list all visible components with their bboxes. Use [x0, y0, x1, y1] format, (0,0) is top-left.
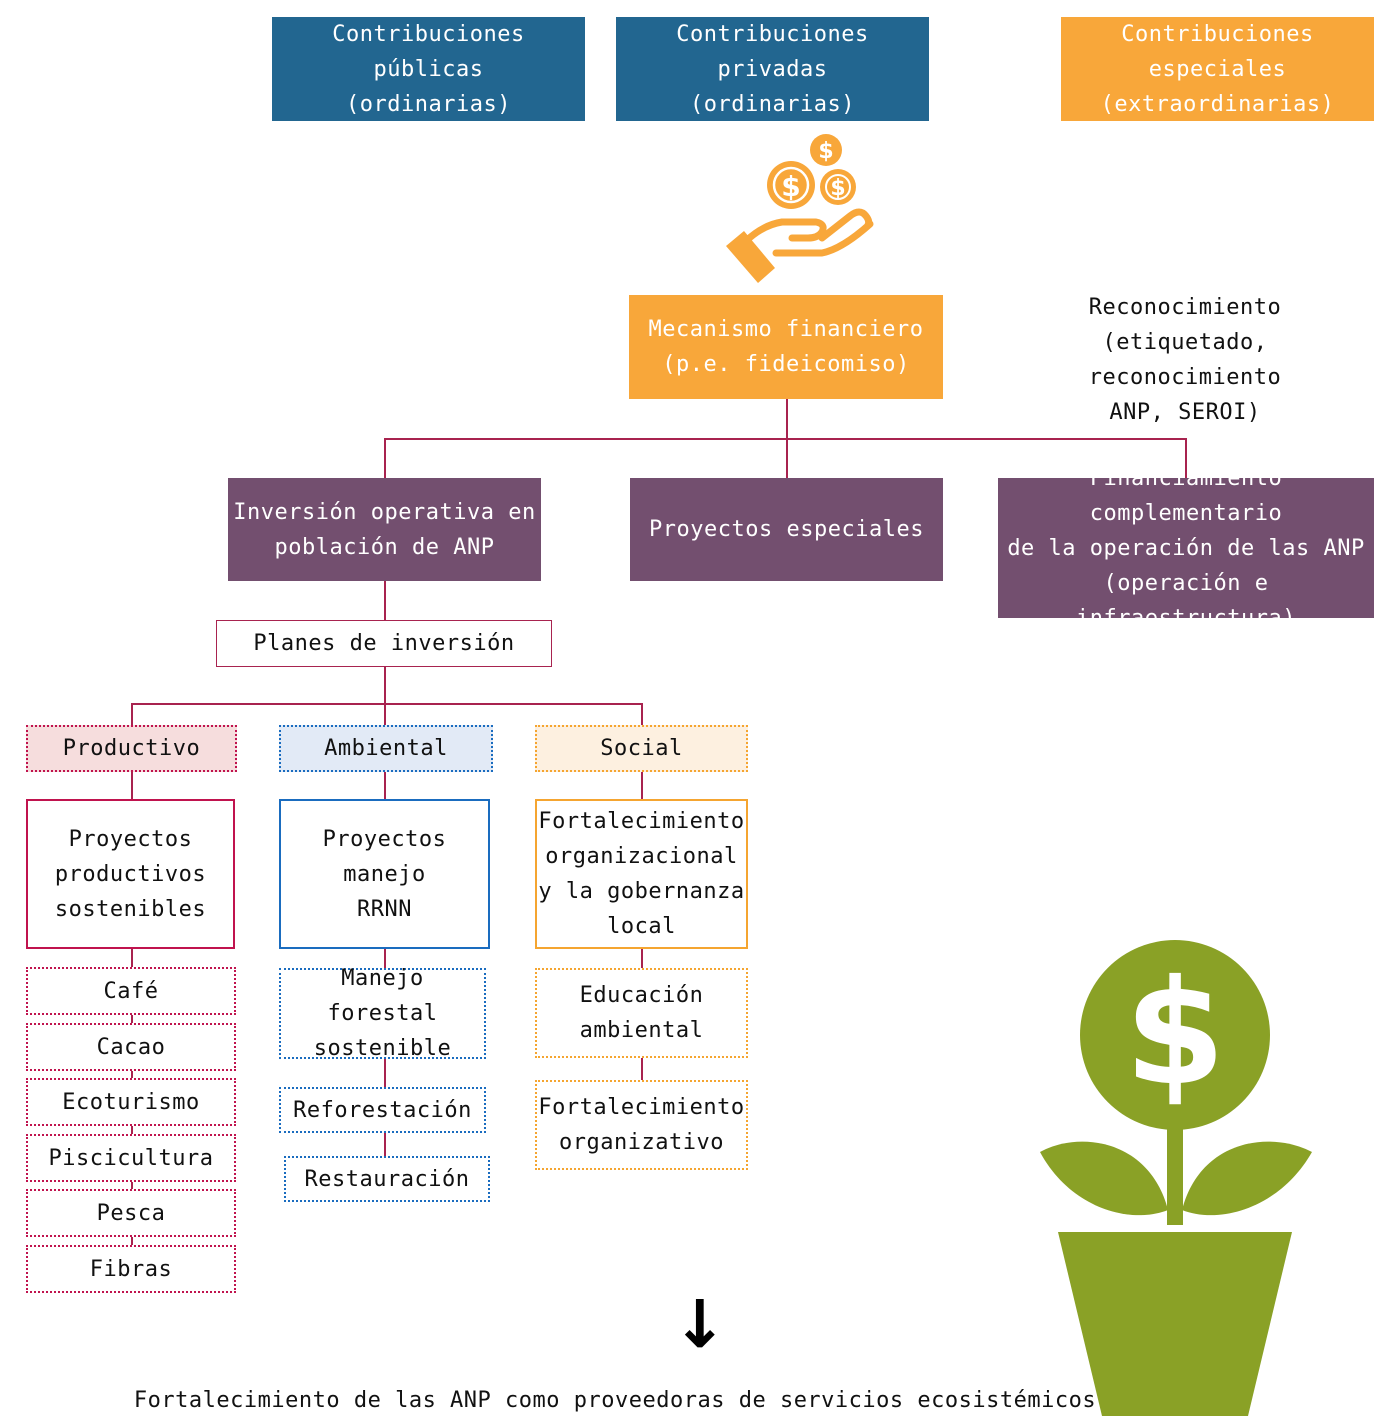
investment-plans-box: Planes de inversión — [216, 620, 552, 667]
svg-text:$: $ — [1125, 949, 1226, 1118]
svg-text:$: $ — [781, 170, 800, 203]
connector — [384, 438, 1186, 440]
connector — [131, 703, 133, 725]
connector — [641, 949, 643, 968]
connector — [384, 1059, 386, 1087]
connector — [384, 703, 386, 725]
productive-projects-box: Proyectos productivos sostenibles — [26, 799, 235, 949]
svg-text:$: $ — [830, 176, 845, 201]
productive-category-header: Productivo — [26, 725, 237, 772]
outcome-text: Fortalecimiento de las ANP como proveedo… — [133, 1388, 1097, 1413]
list-item: Restauración — [284, 1156, 490, 1202]
connector — [786, 399, 788, 439]
connector — [384, 1133, 386, 1156]
list-item: Cacao — [26, 1023, 236, 1071]
connector — [384, 438, 386, 478]
connector — [786, 438, 788, 478]
list-item: Reforestación — [279, 1087, 486, 1133]
connector — [384, 949, 386, 968]
connector — [384, 581, 386, 620]
connector — [1185, 438, 1187, 478]
environmental-category-header: Ambiental — [279, 725, 493, 772]
connector — [641, 772, 643, 799]
complementary-financing-box: Financiamiento complementario de la oper… — [998, 466, 1374, 631]
svg-text:$: $ — [818, 139, 833, 164]
list-item: Manejo forestal sostenible — [279, 966, 486, 1061]
connector — [641, 1058, 643, 1080]
operational-investment-box: Inversión operativa en población de ANP — [228, 478, 541, 581]
special-projects-box: Proyectos especiales — [630, 478, 943, 581]
list-item: Piscicultura — [26, 1134, 236, 1182]
connector — [131, 1126, 133, 1134]
connector — [131, 703, 641, 705]
connector — [641, 703, 643, 725]
list-item: Fibras — [26, 1245, 236, 1293]
connector — [131, 949, 133, 967]
connector — [131, 1015, 133, 1023]
financial-mechanism-box: Mecanismo financiero (p.e. fideicomiso) — [629, 295, 943, 399]
money-plant-icon: $ — [1040, 940, 1312, 1416]
public-contributions-box: Contribuciones públicas (ordinarias) — [272, 17, 585, 121]
social-projects-box: Fortalecimiento organizacional y la gobe… — [535, 799, 748, 949]
environmental-projects-box: Proyectos manejo RRNN — [279, 799, 490, 949]
connector — [131, 1070, 133, 1078]
connector — [384, 772, 386, 799]
list-item: Fortalecimiento organizativo — [535, 1080, 748, 1170]
connector — [384, 667, 386, 704]
connector — [131, 1237, 133, 1245]
private-contributions-box: Contribuciones privadas (ordinarias) — [616, 17, 929, 121]
recognition-text: Reconocimiento (etiquetado, reconocimien… — [1088, 295, 1282, 425]
list-item: Educación ambiental — [535, 968, 748, 1058]
special-contributions-box: Contribuciones especiales (extraordinari… — [1061, 17, 1374, 121]
list-item: Pesca — [26, 1189, 236, 1237]
connector — [131, 772, 133, 799]
down-arrow-icon: ↓ — [672, 1286, 728, 1363]
social-category-header: Social — [535, 725, 748, 772]
list-item: Café — [26, 967, 236, 1015]
list-item: Ecoturismo — [26, 1078, 236, 1126]
connector — [131, 1181, 133, 1189]
hand-coins-icon: $ $ $ — [726, 134, 874, 283]
